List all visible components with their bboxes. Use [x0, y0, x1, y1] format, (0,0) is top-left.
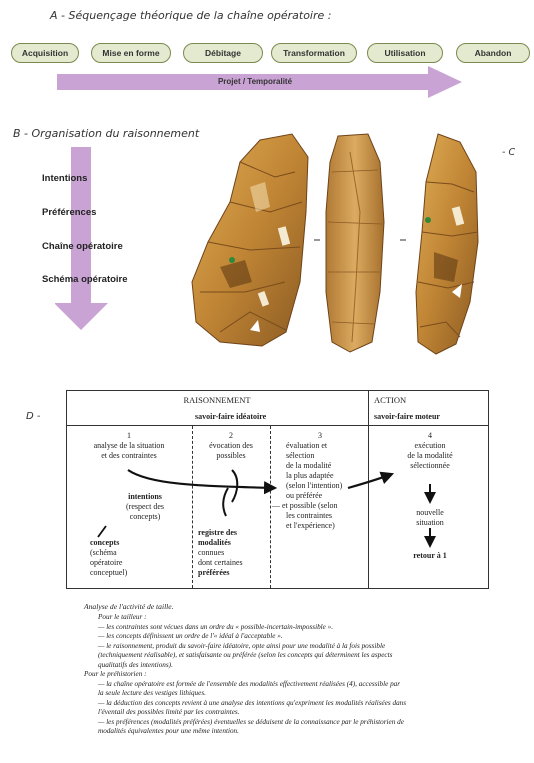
caption-line: qualitatifs des intentions).	[98, 661, 173, 670]
caption-title: Analyse de l'activité de taille.	[84, 602, 174, 611]
caption-line: modalités équivalentes pour une même int…	[98, 727, 239, 736]
caption-line: — les préférences (modalités préférées) …	[98, 718, 404, 727]
caption-line: la seule lecture des vestiges lithiques.	[98, 689, 206, 698]
caption-line: — les contraintes sont vécues dans un or…	[98, 623, 333, 632]
caption-line: — la déduction des concepts revient à un…	[98, 699, 406, 708]
caption-line: Pour le tailleur :	[98, 613, 147, 622]
caption-line: — le raisonnement, produit du savoir-fai…	[98, 642, 385, 651]
caption-line: l'éventail des possibles limité par les …	[98, 708, 239, 717]
caption-line: — les concepts définissent un ordre de l…	[98, 632, 283, 641]
caption-line: Pour le préhistorien :	[84, 670, 146, 679]
caption-line: (techniquement réalisable), et satisfais…	[98, 651, 392, 660]
flow-arrows	[0, 0, 534, 600]
caption-line: — la chaîne opératoire est formée de l'e…	[98, 680, 400, 689]
